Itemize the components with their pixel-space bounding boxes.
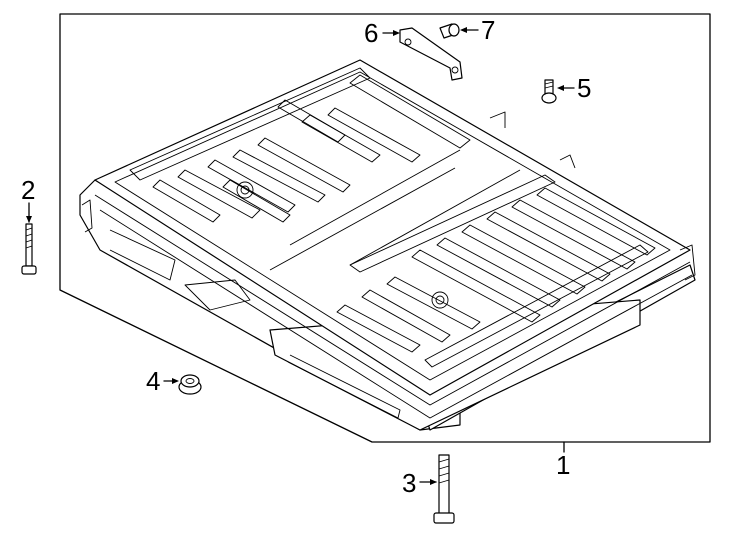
battery-tray <box>79 59 696 431</box>
screw-7 <box>439 23 479 39</box>
bracket-6 <box>382 27 463 81</box>
assembly-frame <box>59 13 711 443</box>
callout-3: 3 <box>402 468 416 498</box>
tray-ribs-right <box>336 174 656 368</box>
callout-4: 4 <box>146 366 160 396</box>
callout-7: 7 <box>481 15 495 45</box>
callout-1: 1 <box>556 450 570 480</box>
callout-6: 6 <box>364 18 378 48</box>
bolt-3 <box>419 454 455 524</box>
bolt-5 <box>541 79 575 104</box>
tray-ribs-left <box>129 67 471 223</box>
callout-2: 2 <box>21 175 35 205</box>
bolt-2 <box>21 202 37 275</box>
nut-4 <box>163 374 202 395</box>
callout-5: 5 <box>577 73 591 103</box>
